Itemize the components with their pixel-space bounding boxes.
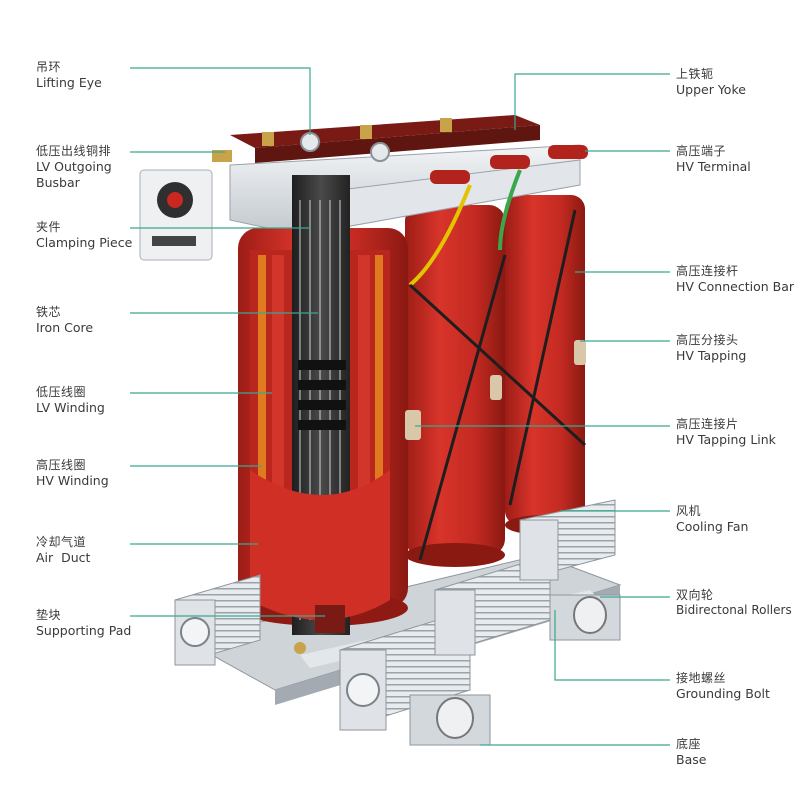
label-en: Supporting Pad bbox=[36, 623, 132, 638]
callout-lv-winding: 低压线圈 LV Winding bbox=[36, 385, 186, 416]
label-zh: 夹件 bbox=[36, 220, 62, 234]
label-en: Cooling Fan bbox=[676, 519, 749, 534]
label-en: Base bbox=[676, 752, 707, 767]
callout-grounding-bolt: 接地螺丝 Grounding Bolt bbox=[676, 671, 800, 702]
hv-coil-front bbox=[238, 175, 408, 635]
label-en: HV Tapping Link bbox=[676, 432, 776, 447]
cooling-fan-4 bbox=[519, 499, 616, 581]
label-zh: 高压分接头 bbox=[676, 333, 739, 347]
callout-hv-tapping: 高压分接头 HV Tapping bbox=[676, 333, 800, 364]
callout-air-duct: 冷却气道 Air Duct bbox=[36, 535, 186, 566]
label-en: Lifting Eye bbox=[36, 75, 102, 90]
callout-hv-winding: 高压线圈 HV Winding bbox=[36, 458, 186, 489]
hv-terminals bbox=[430, 145, 588, 184]
callout-upper-yoke: 上铁轭 Upper Yoke bbox=[676, 67, 800, 98]
label-en: Bidirectonal Rollers bbox=[676, 603, 792, 617]
callout-clamping-piece: 夹件 Clamping Piece bbox=[36, 220, 186, 251]
callout-lifting-eye: 吊环 Lifting Eye bbox=[36, 60, 186, 91]
callout-lv-outgoing-busbar: 低压出线铜排 LV Outgoing Busbar bbox=[36, 144, 136, 190]
label-en: Clamping Piece bbox=[36, 235, 133, 250]
label-zh: 高压线圈 bbox=[36, 458, 87, 472]
grounding-bolt bbox=[294, 642, 306, 654]
hv-connection-bars bbox=[408, 169, 587, 561]
lv-outgoing-busbar bbox=[139, 150, 232, 261]
callout-base: 底座 Base bbox=[676, 737, 800, 768]
callout-hv-connection-bar: 高压连接杆 HV Connection Bar bbox=[676, 264, 800, 295]
label-en: Air Duct bbox=[36, 550, 91, 565]
label-en: Upper Yoke bbox=[676, 82, 746, 97]
callout-cooling-fan: 风机 Cooling Fan bbox=[676, 504, 800, 535]
label-en: HV Terminal bbox=[676, 159, 751, 174]
lv-winding bbox=[272, 255, 284, 495]
label-en: LV Winding bbox=[36, 400, 105, 415]
callout-iron-core: 铁芯 Iron Core bbox=[36, 305, 186, 336]
label-zh: 冷却气道 bbox=[36, 535, 87, 549]
hv-coil-2 bbox=[405, 205, 505, 567]
callout-supporting-pad: 垫块 Supporting Pad bbox=[36, 608, 186, 639]
label-zh: 低压线圈 bbox=[36, 385, 87, 399]
label-zh: 高压端子 bbox=[676, 144, 727, 158]
label-zh: 风机 bbox=[676, 504, 702, 518]
label-en: HV Tapping bbox=[676, 348, 747, 363]
label-en: HV Connection Bar bbox=[676, 279, 794, 294]
callout-bidirectional-rollers: 双向轮 Bidirectonal Rollers bbox=[676, 588, 800, 618]
label-zh: 低压出线铜排 bbox=[36, 144, 112, 158]
callout-hv-terminal: 高压端子 HV Terminal bbox=[676, 144, 800, 175]
label-zh: 接地螺丝 bbox=[676, 671, 727, 685]
label-en: HV Winding bbox=[36, 473, 109, 488]
label-en: LV Outgoing Busbar bbox=[36, 159, 112, 190]
label-zh: 吊环 bbox=[36, 60, 62, 74]
label-zh: 双向轮 bbox=[676, 588, 714, 602]
label-zh: 高压连接片 bbox=[676, 417, 739, 431]
label-zh: 垫块 bbox=[36, 608, 62, 622]
label-zh: 高压连接杆 bbox=[676, 264, 739, 278]
bidirectional-rollers bbox=[409, 594, 621, 746]
label-zh: 上铁轭 bbox=[676, 67, 714, 81]
label-zh: 铁芯 bbox=[36, 305, 62, 319]
supporting-pad bbox=[315, 605, 345, 633]
hv-tapping bbox=[405, 340, 586, 440]
label-zh: 底座 bbox=[676, 737, 702, 751]
leader-lines bbox=[130, 67, 670, 746]
air-duct bbox=[258, 255, 266, 495]
label-en: Grounding Bolt bbox=[676, 686, 770, 701]
hv-coil-3 bbox=[505, 195, 585, 535]
cooling-fan-1 bbox=[174, 574, 261, 666]
label-en: Iron Core bbox=[36, 320, 94, 335]
callout-hv-tapping-link: 高压连接片 HV Tapping Link bbox=[676, 417, 800, 448]
